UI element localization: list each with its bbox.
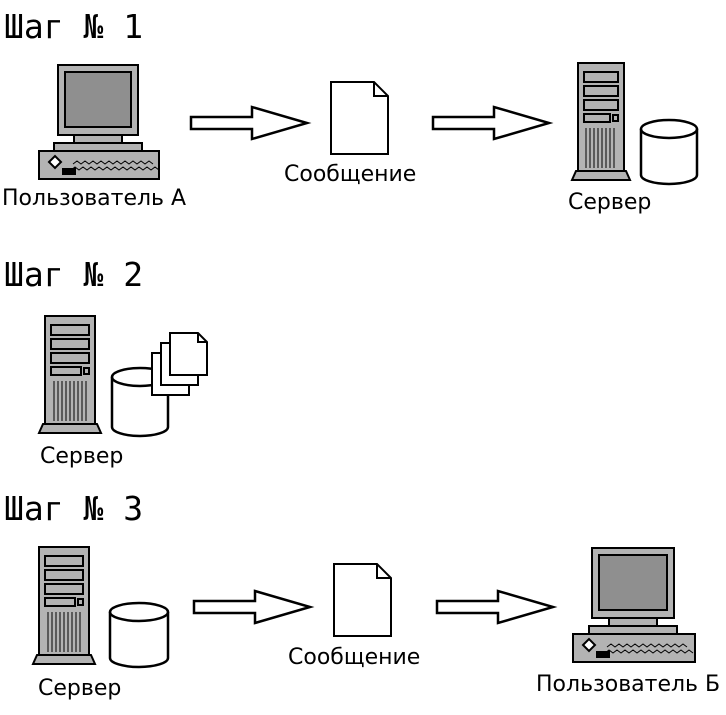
arrow-right-icon xyxy=(189,105,312,141)
server-label: Сервер xyxy=(568,190,652,215)
message-document-icon xyxy=(333,563,392,637)
server-label: Сервер xyxy=(38,676,122,701)
server-with-messages-icon xyxy=(37,315,208,438)
user-a-label: Пользователь А xyxy=(2,186,187,211)
arrow-right-icon xyxy=(431,105,554,141)
server-label: Сервер xyxy=(40,444,124,469)
step-2-title: Шаг № 2 xyxy=(4,255,144,294)
server-database-icon xyxy=(570,62,699,186)
message-label: Сообщение xyxy=(288,645,421,670)
user-a-computer-icon xyxy=(38,64,160,180)
user-b-computer-icon xyxy=(572,547,696,663)
message-document-icon xyxy=(330,81,389,155)
server-database-icon xyxy=(31,546,170,669)
arrow-right-icon xyxy=(435,589,558,625)
user-b-label: Пользователь Б xyxy=(536,672,721,697)
step-3-title: Шаг № 3 xyxy=(4,489,144,528)
arrow-right-icon xyxy=(192,589,315,625)
step-1-title: Шаг № 1 xyxy=(4,7,144,46)
message-label: Сообщение xyxy=(284,162,417,187)
